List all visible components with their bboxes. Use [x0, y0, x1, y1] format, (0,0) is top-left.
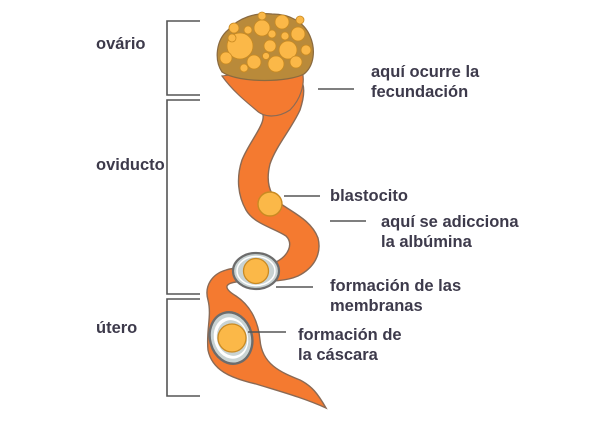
bracket-oviducto	[166, 99, 200, 295]
ovary-follicle	[246, 54, 262, 70]
annotation-membranas-line1: formación de las	[330, 277, 462, 295]
ovary-follicle	[300, 44, 312, 56]
annotation-albumina-line1: aquí se adicciona	[381, 213, 519, 231]
ovary-follicle	[239, 63, 249, 73]
annotation-fecundacion-line2: fecundación	[371, 83, 469, 101]
ovary-follicle	[263, 39, 277, 53]
ovary	[216, 11, 314, 82]
annotation-blastocito: blastocito	[330, 186, 408, 206]
ovary-follicle	[274, 14, 290, 30]
annotation-albumina-line2: la albúmina	[381, 233, 472, 251]
ovary-follicle	[228, 22, 240, 34]
egg-shell	[208, 311, 254, 365]
ovary-follicle	[267, 55, 285, 73]
annotation-fecundacion: aquí ocurre la fecundación	[371, 62, 479, 102]
label-oviducto: oviducto	[96, 156, 165, 174]
annotation-membranas: formación de las membranas	[330, 276, 461, 316]
bracket-ovario	[166, 20, 200, 96]
annotation-membranas-line2: membranas	[330, 297, 423, 315]
ovary-follicle	[227, 33, 237, 43]
annotation-blastocito-line1: blastocito	[330, 187, 408, 205]
ovary-follicle	[262, 52, 270, 60]
ovary-follicle	[219, 51, 233, 65]
egg-membranes	[231, 251, 281, 291]
ovary-follicle	[290, 26, 306, 42]
annotation-cascara-line1: formación de	[298, 326, 402, 344]
ovary-follicle	[253, 19, 271, 37]
label-ovario: ovário	[96, 35, 146, 53]
label-utero: útero	[96, 319, 138, 337]
annotation-cascara: formación de la cáscara	[298, 325, 402, 365]
ovary-follicle	[257, 11, 267, 21]
ovary-follicle	[289, 55, 303, 69]
ovary-follicle	[278, 40, 298, 60]
ovary-follicle	[280, 31, 290, 41]
blastocito-yolk	[257, 191, 283, 217]
ovary-follicle	[243, 25, 253, 35]
annotation-cascara-line2: la cáscara	[298, 346, 378, 364]
annotation-fecundacion-line1: aquí ocurre la	[371, 63, 480, 81]
ovary-follicle	[267, 29, 277, 39]
annotation-albumina: aquí se adicciona la albúmina	[381, 212, 519, 252]
ovary-follicle	[295, 15, 305, 25]
bracket-utero	[166, 298, 200, 397]
